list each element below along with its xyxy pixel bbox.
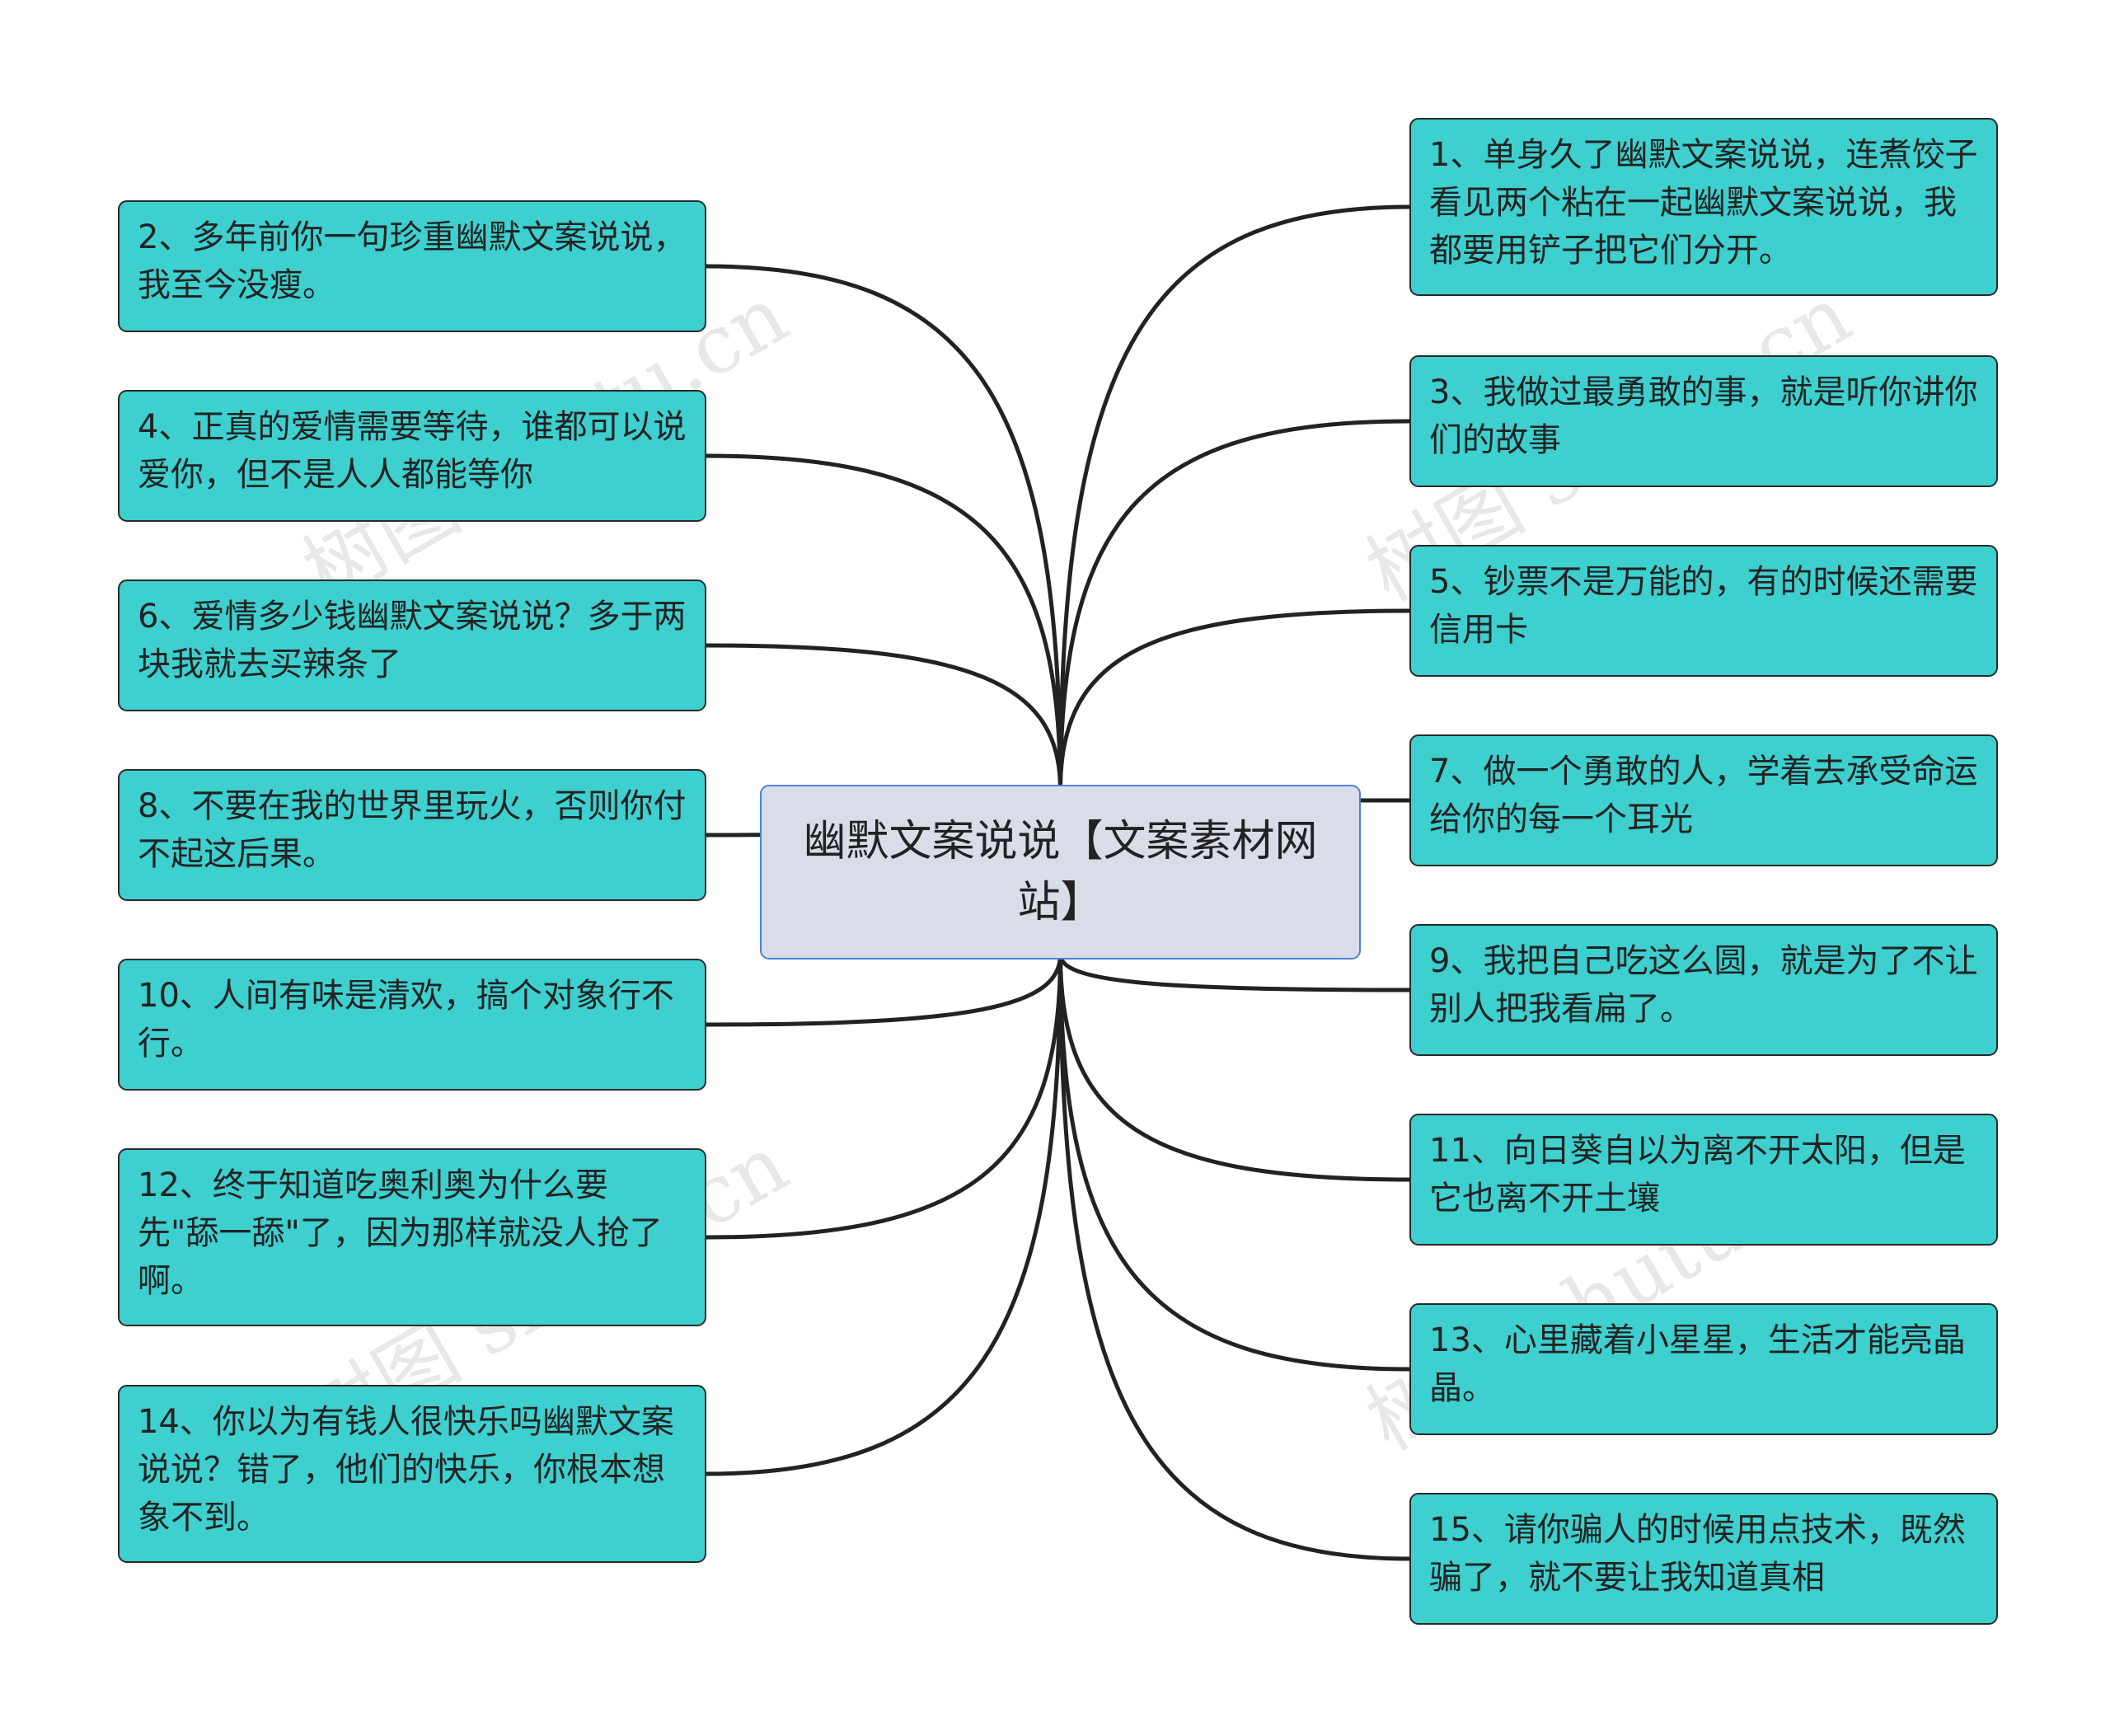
branch-node-text: 13、心里藏着小星星，生活才能亮晶晶。 <box>1429 1321 1966 1407</box>
branch-node-9[interactable]: 9、我把自己吃这么圆，就是为了不让别人把我看扁了。 <box>1409 924 1998 1056</box>
branch-node-13[interactable]: 13、心里藏着小星星，生活才能亮晶晶。 <box>1409 1303 1998 1435</box>
branch-node-text: 3、我做过最勇敢的事，就是听你讲你们的故事 <box>1429 373 1978 459</box>
branch-node-text: 8、不要在我的世界里玩火，否则你付不起这后果。 <box>138 787 687 873</box>
branch-node-12[interactable]: 12、终于知道吃奥利奥为什么要先"舔一舔"了，因为那样就没人抢了啊。 <box>118 1148 706 1326</box>
connector-line <box>1058 954 1410 1372</box>
branch-node-text: 1、单身久了幽默文案说说，连煮饺子看见两个粘在一起幽默文案说说，我都要用铲子把它… <box>1429 136 1978 270</box>
branch-node-text: 10、人间有味是清欢，搞个对象行不行。 <box>138 977 674 1063</box>
connector-line <box>1058 954 1410 1182</box>
connector-line <box>1058 954 1410 992</box>
branch-node-4[interactable]: 4、正真的爱情需要等待，谁都可以说爱你，但不是人人都能等你 <box>118 390 706 522</box>
connector-line <box>1058 419 1410 791</box>
branch-node-1[interactable]: 1、单身久了幽默文案说说，连煮饺子看见两个粘在一起幽默文案说说，我都要用铲子把它… <box>1409 118 1998 296</box>
branch-node-3[interactable]: 3、我做过最勇敢的事，就是听你讲你们的故事 <box>1409 355 1998 487</box>
branch-node-text: 12、终于知道吃奥利奥为什么要先"舔一舔"了，因为那样就没人抢了啊。 <box>138 1166 663 1300</box>
connector-line <box>1058 608 1410 791</box>
branch-node-11[interactable]: 11、向日葵自以为离不开太阳，但是它也离不开土壤 <box>1409 1114 1998 1246</box>
branch-node-7[interactable]: 7、做一个勇敢的人，学着去承受命运给你的每一个耳光 <box>1409 734 1998 866</box>
branch-node-15[interactable]: 15、请你骗人的时候用点技术，既然骗了，就不要让我知道真相 <box>1409 1493 1998 1625</box>
connector-line <box>1058 954 1410 1561</box>
connector-line <box>706 264 1062 791</box>
connector-line <box>706 954 1062 1027</box>
connector-line <box>706 643 1062 791</box>
branch-node-2[interactable]: 2、多年前你一句珍重幽默文案说说，我至今没瘦。 <box>118 200 706 332</box>
branch-node-text: 15、请你骗人的时候用点技术，既然骗了，就不要让我知道真相 <box>1429 1511 1966 1597</box>
branch-node-text: 7、做一个勇敢的人，学着去承受命运给你的每一个耳光 <box>1429 753 1978 838</box>
branch-node-8[interactable]: 8、不要在我的世界里玩火，否则你付不起这后果。 <box>118 769 706 901</box>
branch-node-text: 6、爱情多少钱幽默文案说说？多于两块我就去买辣条了 <box>138 598 687 683</box>
branch-node-text: 14、你以为有钱人很快乐吗幽默文案说说？错了，他们的快乐，你根本想象不到。 <box>138 1403 674 1537</box>
central-topic-text: 幽默文案说说【文案素材网站】 <box>803 817 1318 927</box>
branch-node-text: 2、多年前你一句珍重幽默文案说说，我至今没瘦。 <box>138 218 687 304</box>
central-topic[interactable]: 幽默文案说说【文案素材网站】 <box>760 785 1361 959</box>
branch-node-text: 11、向日葵自以为离不开太阳，但是它也离不开土壤 <box>1429 1132 1966 1218</box>
branch-node-14[interactable]: 14、你以为有钱人很快乐吗幽默文案说说？错了，他们的快乐，你根本想象不到。 <box>118 1385 706 1563</box>
connector-line <box>706 453 1062 791</box>
connector-line <box>706 954 1062 1476</box>
connector-line <box>1058 204 1410 791</box>
branch-node-6[interactable]: 6、爱情多少钱幽默文案说说？多于两块我就去买辣条了 <box>118 579 706 711</box>
branch-node-text: 4、正真的爱情需要等待，谁都可以说爱你，但不是人人都能等你 <box>138 408 687 494</box>
branch-node-10[interactable]: 10、人间有味是清欢，搞个对象行不行。 <box>118 959 706 1091</box>
connector-line <box>706 954 1062 1240</box>
branch-node-text: 5、钞票不是万能的，有的时候还需要信用卡 <box>1429 563 1978 649</box>
branch-node-5[interactable]: 5、钞票不是万能的，有的时候还需要信用卡 <box>1409 545 1998 677</box>
branch-node-text: 9、我把自己吃这么圆，就是为了不让别人把我看扁了。 <box>1429 942 1978 1028</box>
